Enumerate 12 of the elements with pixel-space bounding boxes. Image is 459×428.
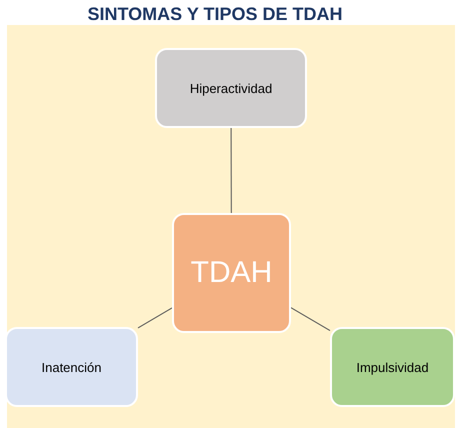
rounded-box <box>172 213 291 333</box>
rounded-box <box>155 48 307 128</box>
node-label: Inatención <box>42 360 102 374</box>
rounded-box <box>5 327 138 407</box>
connector-line <box>290 307 330 331</box>
node-label: TDAH <box>190 256 272 290</box>
connector-line <box>138 307 172 328</box>
connector-line <box>230 128 232 214</box>
node-label: Impulsividad <box>356 360 429 374</box>
node-label: Hiperactividad <box>190 80 272 96</box>
title: SINTOMAS Y TIPOS DE TDAH <box>86 4 344 25</box>
rounded-box <box>330 327 455 407</box>
